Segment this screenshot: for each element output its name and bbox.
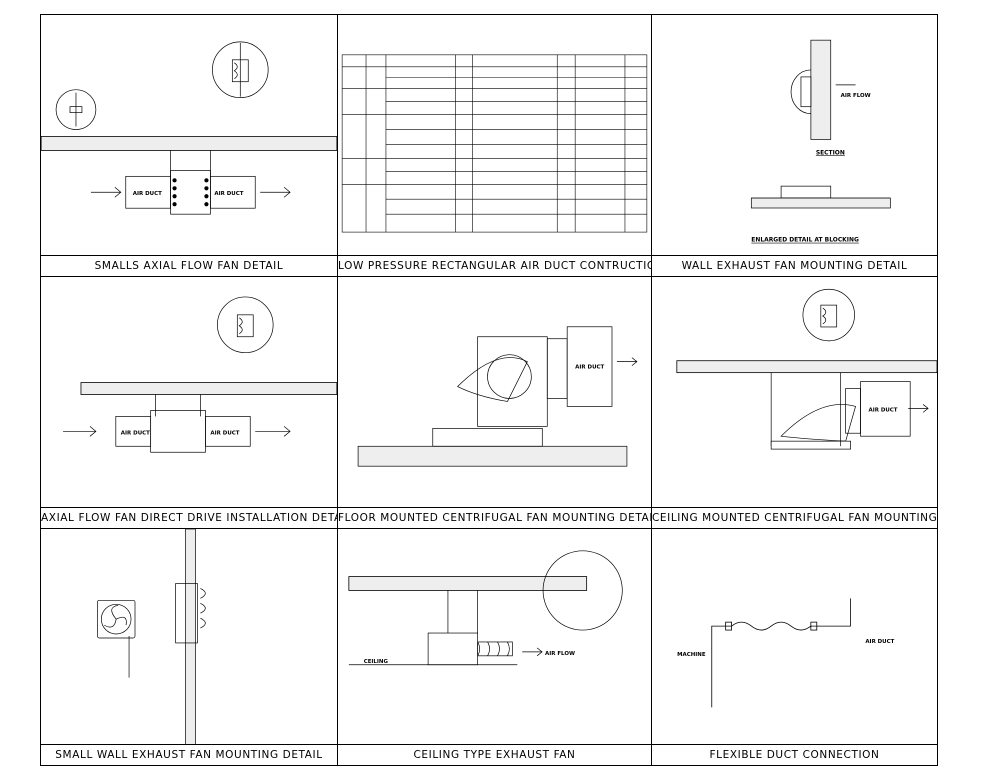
label-air-duct-left: AIR DUCT	[121, 430, 150, 436]
panel-title: SMALLS AXIAL FLOW FAN DETAIL	[41, 255, 337, 276]
label-air-duct: AIR DUCT	[868, 407, 897, 413]
axial-direct-drive-drawing: AIR DUCT AIR DUCT	[63, 296, 337, 453]
smalls-axial-fan-drawing: AIR DUCT AIR DUCT	[41, 41, 337, 215]
panel-floor-centrifugal-fan: AIR DUCT FLOOR MOUNTED CENTRIFUGAL FAN M…	[338, 277, 652, 529]
label-air-flow: AIR FLOW	[841, 93, 871, 99]
drawing-sheet: AIR DUCT AIR DUCT SMALLS AXIAL FLOW FAN …	[40, 14, 938, 766]
panel-axial-direct-drive: AIR DUCT AIR DUCT AXIAL FLOW FAN DIRECT …	[41, 277, 338, 529]
label-machine: MACHINE	[677, 652, 706, 658]
panel-ceiling-centrifugal-fan: AIR DUCT CEILING MOUNTED CENTRIFUGAL FAN…	[652, 277, 937, 529]
panel-title: CEILING TYPE EXHAUST FAN	[338, 744, 651, 765]
label-section: SECTION	[816, 149, 845, 156]
floor-centrifugal-fan-drawing: AIR DUCT	[357, 326, 638, 467]
flexible-duct-connection-drawing: MACHINE AIR DUCT	[677, 598, 895, 708]
panel-flexible-duct-connection: MACHINE AIR DUCT FLEXIBLE DUCT CONNECTIO…	[652, 529, 937, 765]
panel-title: WALL EXHAUST FAN MOUNTING DETAIL	[652, 255, 937, 276]
label-air-duct-right: AIR DUCT	[214, 191, 243, 197]
ceiling-centrifugal-fan-drawing: AIR DUCT	[676, 288, 937, 450]
label-air-duct-left: AIR DUCT	[133, 191, 162, 197]
label-ceiling: CEILING	[364, 659, 389, 665]
panel-duct-construction-table: LOW PRESSURE RECTANGULAR AIR DUCT CONTRU…	[338, 15, 652, 277]
label-enlarged-detail: ENLARGED DETAIL AT BLOCKING	[751, 237, 859, 244]
panel-title: FLOOR MOUNTED CENTRIFUGAL FAN MOUNTING D…	[338, 507, 651, 528]
panel-wall-exhaust-fan: AIR FLOW SECTION ENLARGED DETAIL AT BLOC…	[652, 15, 937, 277]
label-air-flow: AIR FLOW	[545, 651, 575, 657]
panel-title: SMALL WALL EXHAUST FAN MOUNTING DETAIL	[41, 744, 337, 765]
small-wall-exhaust-fan-drawing	[97, 529, 206, 745]
panel-small-wall-exhaust-fan: SMALL WALL EXHAUST FAN MOUNTING DETAIL	[41, 529, 338, 765]
panel-title: CEILING MOUNTED CENTRIFUGAL FAN MOUNTING…	[652, 507, 937, 528]
label-air-duct-right: AIR DUCT	[210, 430, 239, 436]
panel-smalls-axial-flow-fan: AIR DUCT AIR DUCT SMALLS AXIAL FLOW FAN …	[41, 15, 338, 277]
ceiling-exhaust-fan-drawing: CEILING AIR FLOW	[348, 550, 623, 666]
panel-ceiling-exhaust-fan: CEILING AIR FLOW CEILING TYPE EXHAUST FA…	[338, 529, 652, 765]
duct-construction-table-drawing	[341, 54, 648, 233]
label-air-duct: AIR DUCT	[575, 365, 604, 371]
wall-exhaust-fan-drawing: AIR FLOW SECTION ENLARGED DETAIL AT BLOC…	[750, 39, 891, 244]
panel-title: AXIAL FLOW FAN DIRECT DRIVE INSTALLATION…	[41, 507, 337, 528]
panel-title: FLEXIBLE DUCT CONNECTION	[652, 744, 937, 765]
panel-title: LOW PRESSURE RECTANGULAR AIR DUCT CONTRU…	[338, 255, 651, 276]
label-air-duct: AIR DUCT	[865, 639, 894, 645]
